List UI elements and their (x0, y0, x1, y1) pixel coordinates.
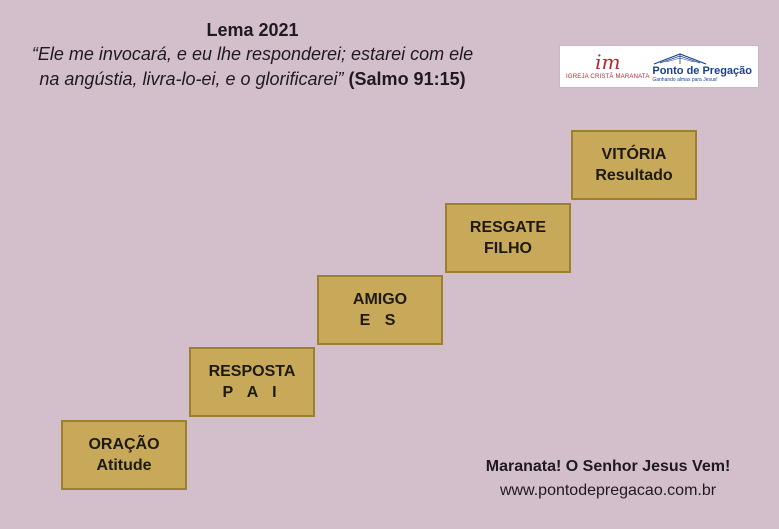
step-label: RESGATE (469, 219, 547, 236)
church-monogram: im (595, 50, 621, 74)
step-label: RESPOSTA (208, 363, 296, 380)
verse-text: na angústia, livra-lo-ei, e o glorificar… (39, 69, 344, 89)
step-label: VITÓRIA (601, 146, 667, 163)
step-sub: P A I (222, 384, 282, 401)
header: Lema 2021 “Ele me invocará, e eu lhe res… (0, 18, 505, 92)
step-amigo: AMIGO E S (317, 275, 443, 345)
verse-reference: (Salmo 91:15) (348, 69, 466, 89)
step-sub: FILHO (484, 240, 532, 257)
footer: Maranata! O Senhor Jesus Vem! www.pontod… (448, 455, 768, 503)
site-brand: Ponto de Pregação (652, 64, 752, 77)
footer-slogan: Maranata! O Senhor Jesus Vem! (485, 458, 731, 475)
site-logo: Ponto de Pregação Ganhando almas para Je… (652, 51, 752, 83)
step-sub: Resultado (595, 167, 673, 184)
footer-url: www.pontodepregacao.com.br (499, 482, 717, 499)
step-label: ORAÇÃO (88, 436, 160, 453)
church-name: IGREJA CRISTÃ MARANATA (566, 74, 650, 80)
church-logo: im IGREJA CRISTÃ MARANATA (566, 50, 650, 80)
step-resgate: RESGATE FILHO (445, 203, 571, 273)
step-sub: E S (359, 312, 401, 329)
step-vitoria: VITÓRIA Resultado (571, 130, 697, 200)
verse-line-2: na angústia, livra-lo-ei, e o glorificar… (0, 67, 505, 92)
logos-banner: im IGREJA CRISTÃ MARANATA Ponto de Prega… (559, 45, 759, 88)
page-title: Lema 2021 (206, 20, 299, 40)
site-tagline: Ganhando almas para Jesus! (652, 76, 718, 83)
step-label: AMIGO (352, 291, 408, 308)
step-oracao: ORAÇÃO Atitude (61, 420, 187, 490)
step-resposta: RESPOSTA P A I (189, 347, 315, 417)
step-sub: Atitude (96, 457, 152, 474)
verse-line-1: “Ele me invocará, e eu lhe responderei; … (31, 44, 474, 64)
book-art-icon (654, 52, 707, 65)
